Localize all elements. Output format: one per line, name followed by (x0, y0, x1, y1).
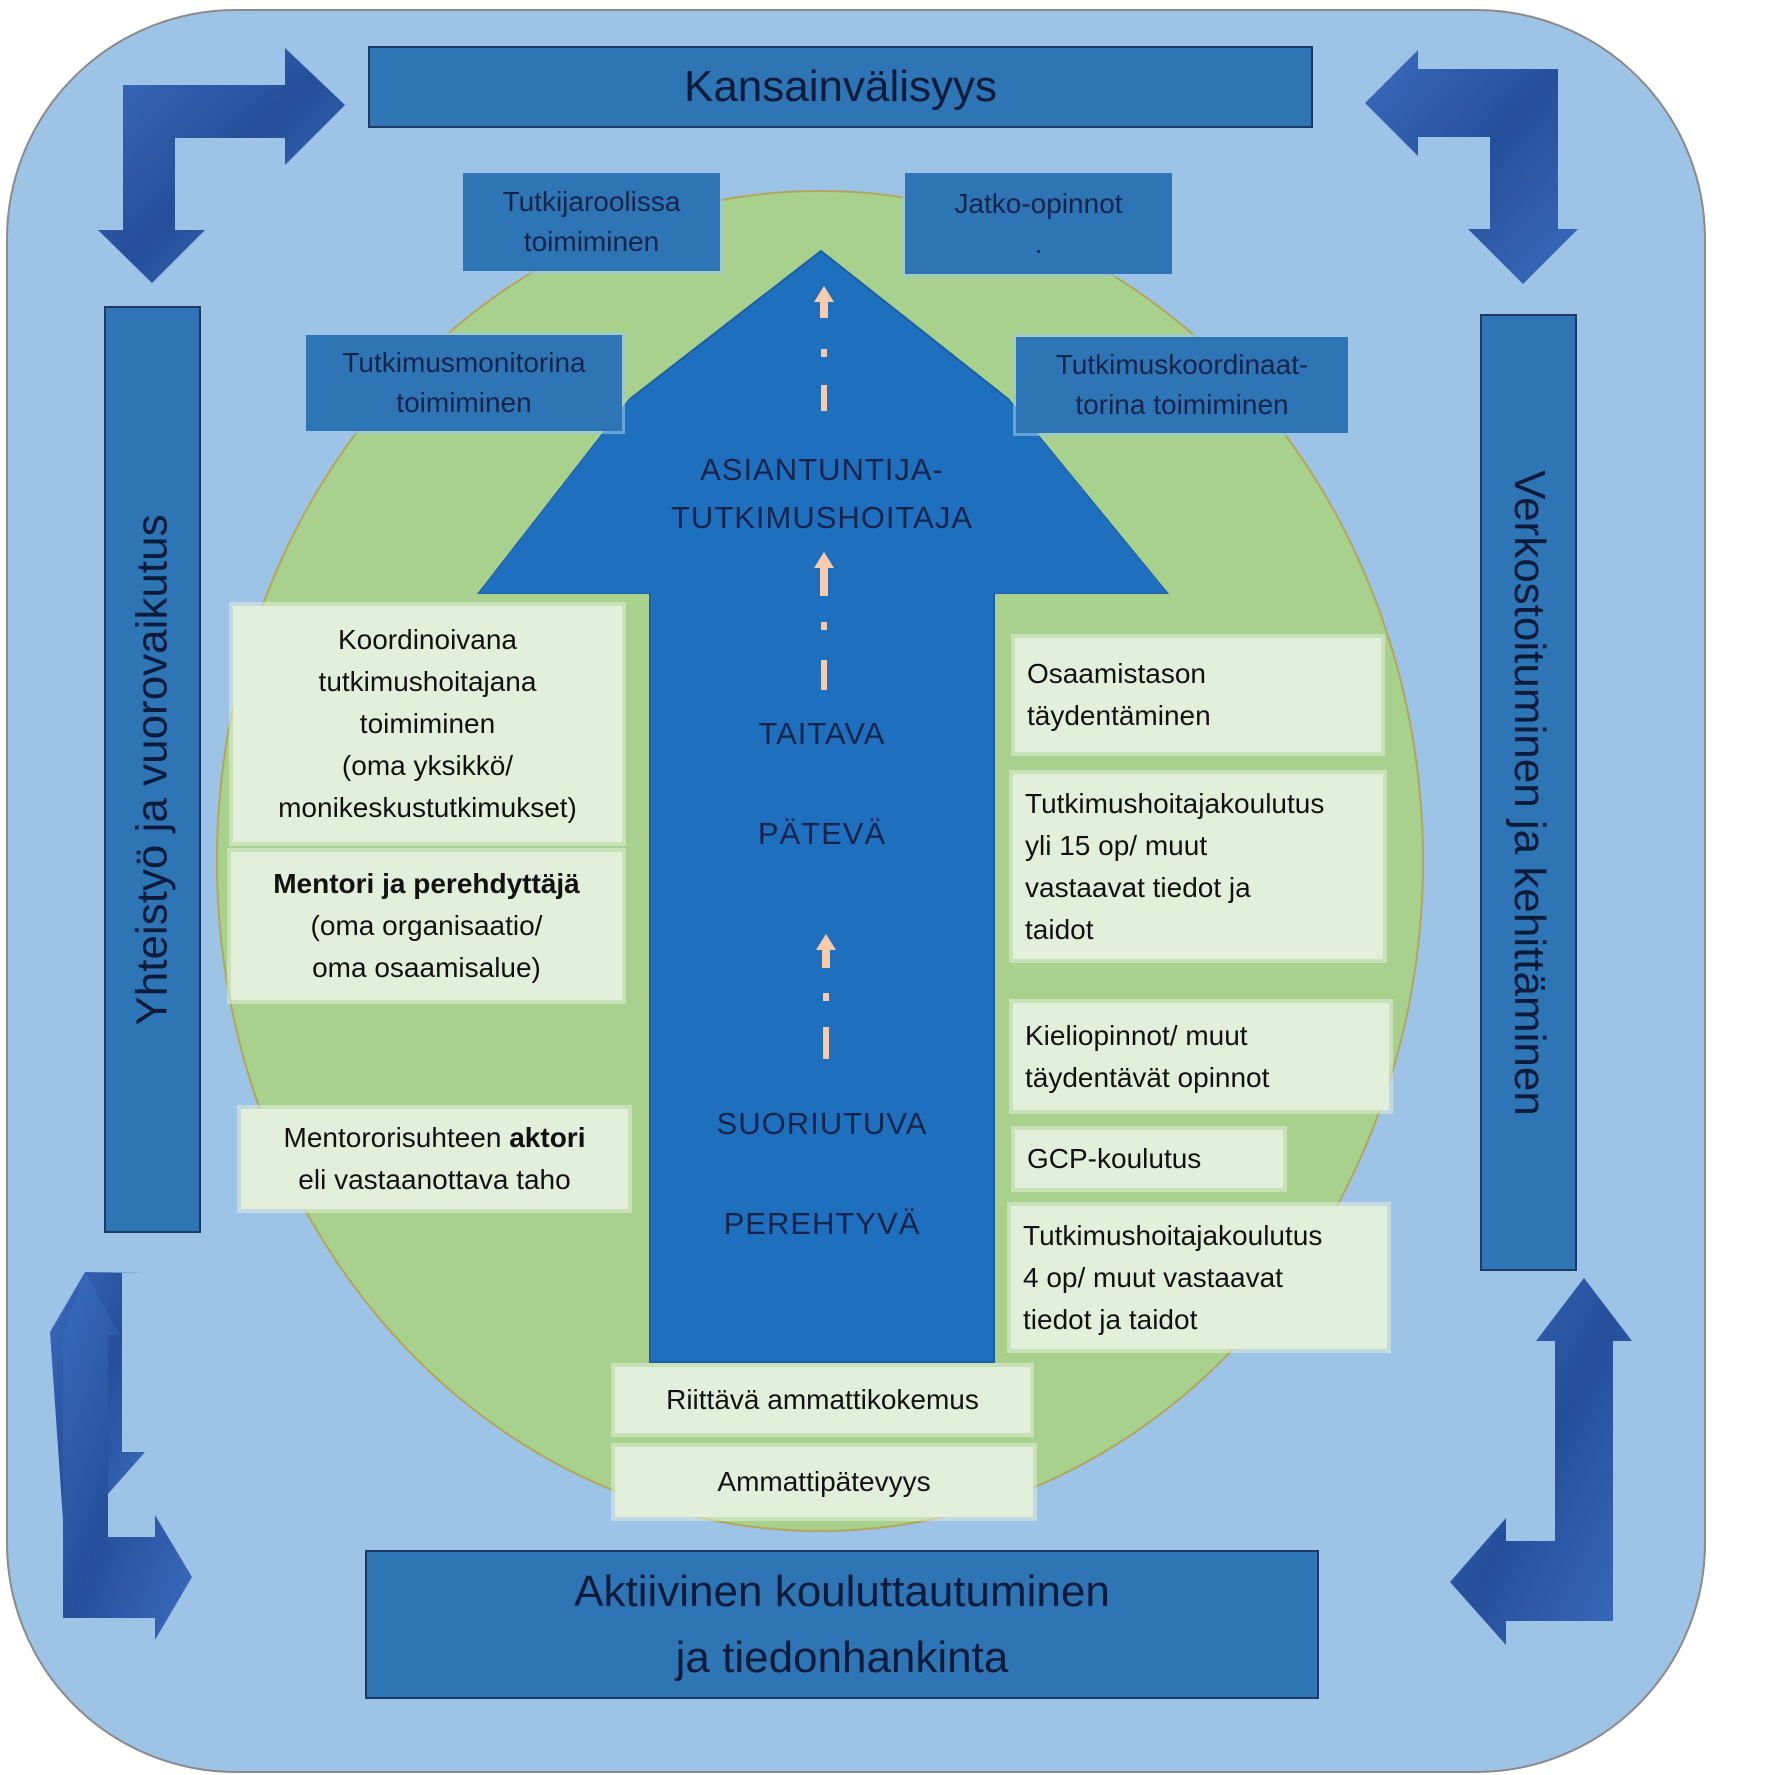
role-coordinator-line1: Tutkimuskoordinaat- (1055, 349, 1309, 380)
corner-arrow-top-left (98, 48, 345, 283)
theme-internationality-label: Kansainvälisyys (683, 62, 998, 111)
role-postgrad-line2: . (1034, 227, 1043, 259)
task-line: yli 15 op/ muut (1025, 829, 1208, 861)
task-line: vastaavat tiedot ja (1025, 871, 1251, 903)
task-coordinating-nurse: Koordinoivana tutkimushoitajana toimimin… (233, 606, 622, 842)
level-expert: ASIANTUNTIJA- TUTKIMUSHOITAJA (650, 446, 994, 542)
task-line: Tutkimushoitajakoulutus (1023, 1219, 1323, 1251)
task-line: täydentävät opinnot (1025, 1061, 1270, 1093)
base-qualification-label: Ammattipätevyys (717, 1466, 931, 1497)
task-line: tutkimushoitajana (318, 666, 537, 697)
theme-active-learning: Aktiivinen kouluttautuminen ja tiedonhan… (365, 1550, 1319, 1699)
theme-networking-label: Verkostoituminen ja kehittäminen (1504, 469, 1554, 1116)
role-coordinator-line2: torina toimiminen (1075, 389, 1289, 420)
role-monitor-line1: Tutkimusmonitorina (342, 347, 586, 378)
task-line: monikeskustutkimukset) (278, 792, 577, 823)
level-expert-line1: ASIANTUNTIJA- (700, 452, 944, 487)
arrow-shoulder-right (940, 399, 1167, 593)
task-line: oma osaamisalue) (312, 952, 541, 983)
task-line: täydentäminen (1027, 700, 1211, 731)
role-researcher-line2: toimiminen (523, 226, 660, 257)
corner-arrow-top-right (1365, 50, 1578, 284)
task-line: tiedot ja taidot (1023, 1303, 1198, 1335)
role-postgrad-studies: Jatko-opinnot. (905, 173, 1172, 274)
task-competence-supplement: Osaamistason täydentäminen (1015, 638, 1381, 752)
task-line: Koordinoivana (337, 624, 518, 655)
theme-collaboration: Yhteistyö ja vuorovaikutus (104, 306, 201, 1233)
task-line: (oma organisaatio/ (310, 910, 543, 941)
theme-active-learning-line1: Aktiivinen kouluttautuminen (574, 1566, 1110, 1616)
level-performing: SUORIUTUVA (716, 1106, 928, 1141)
progress-marks-lower (816, 934, 836, 1059)
role-postgrad-line1: Jatko-opinnot (954, 187, 1123, 219)
role-monitor-line2: toimiminen (396, 387, 532, 418)
task-mentee-prefix: Mentororisuhteen (283, 1122, 510, 1153)
theme-networking: Verkostoituminen ja kehittäminen (1480, 314, 1577, 1271)
level-novice: PEREHTYVÄ (723, 1206, 921, 1241)
task-mentor-title: Mentori ja perehdyttäjä (273, 868, 580, 899)
task-line: Osaamistason (1027, 658, 1206, 689)
level-proficient: TAITAVA (758, 716, 886, 751)
base-work-experience-label: Riittävä ammattikokemus (666, 1384, 979, 1415)
level-expert-line2: TUTKIMUSHOITAJA (670, 500, 974, 535)
theme-internationality: Kansainvälisyys (368, 46, 1313, 128)
corner-arrow-bottom-left-shape (63, 1272, 192, 1640)
task-line: eli vastaanottava taho (298, 1164, 571, 1195)
base-professional-qualification: Ammattipätevyys (615, 1447, 1033, 1517)
base-work-experience: Riittävä ammattikokemus (615, 1367, 1030, 1433)
corner-arrow-bottom-right (1450, 1278, 1632, 1645)
task-line: 4 op/ muut vastaavat (1023, 1261, 1283, 1293)
role-researcher-line1: Tutkijaroolissa (502, 186, 681, 217)
task-line: Tutkimushoitajakoulutus (1025, 787, 1325, 819)
theme-active-learning-line2: ja tiedonhankinta (675, 1632, 1009, 1682)
task-mentor: Mentori ja perehdyttäjä (oma organisaati… (231, 852, 622, 1000)
task-line: taidot (1025, 913, 1094, 945)
task-line: (oma yksikkö/ (341, 750, 514, 781)
theme-collaboration-label: Yhteistyö ja vuorovaikutus (127, 513, 177, 1026)
progress-marks-middle (814, 552, 834, 690)
task-mentee-bold: aktori (509, 1122, 586, 1153)
task-line: GCP-koulutus (1027, 1143, 1202, 1174)
role-researcher: Tutkijaroolissa toimiminen (463, 173, 720, 271)
progress-marks-top (814, 286, 834, 411)
level-competent: PÄTEVÄ (757, 816, 887, 851)
task-training-4op: Tutkimushoitajakoulutus 4 op/ muut vasta… (1011, 1206, 1387, 1349)
role-coordinator: Tutkimuskoordinaat-torina toimiminen (1016, 337, 1348, 433)
task-line: Kieliopinnot/ muut (1025, 1019, 1248, 1051)
task-line: toimiminen (359, 708, 496, 739)
task-training-15op: Tutkimushoitajakoulutus yli 15 op/ muut … (1013, 774, 1383, 959)
task-language-studies: Kieliopinnot/ muut täydentävät opinnot (1013, 1003, 1389, 1110)
task-gcp-training: GCP-koulutus (1015, 1130, 1283, 1188)
arrow-shoulder-left (479, 399, 700, 593)
role-monitor: Tutkimusmonitorina toimiminen (306, 335, 622, 431)
task-mentee: Mentororisuhteen aktori eli vastaanottav… (241, 1109, 628, 1209)
